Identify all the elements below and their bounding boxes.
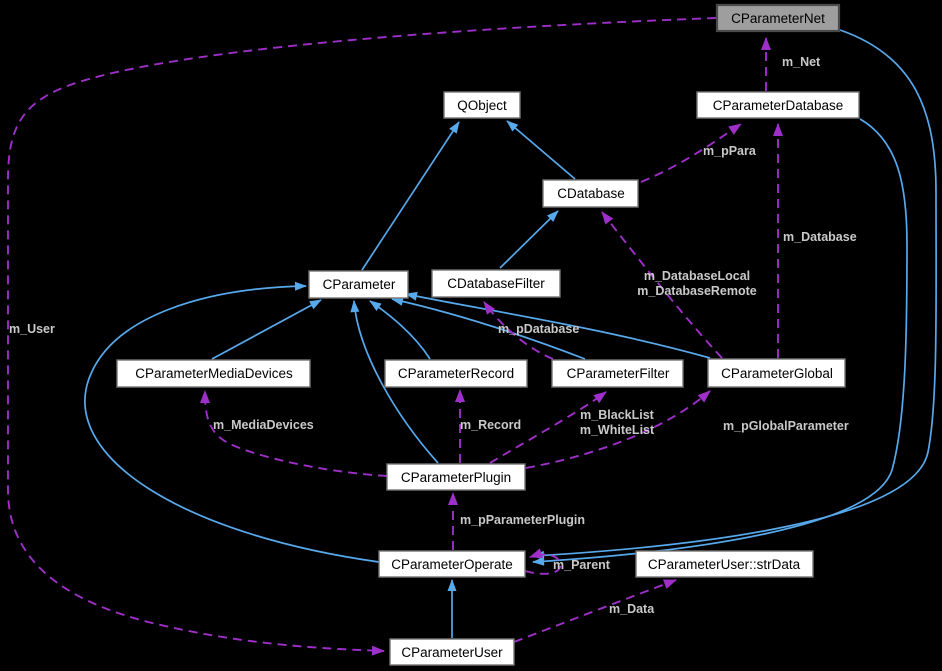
node-label: CParameter — [323, 277, 396, 292]
node-box — [635, 550, 814, 578]
edge-cparameterdatabase-to-cparameteroperate — [532, 118, 908, 566]
node-label: CParameterFilter — [567, 366, 670, 381]
node-label: CDatabaseFilter — [447, 276, 545, 291]
node-box — [715, 3, 841, 33]
edge-cparametermediadevices-to-cparameter — [211, 299, 322, 360]
node-box — [384, 359, 528, 388]
edge-usage-m-pglobalparameter — [525, 390, 711, 469]
node-box — [707, 358, 846, 388]
edge-cparameter-to-qobject — [361, 121, 460, 271]
edge-usage-m-parent-selfloop — [524, 548, 562, 575]
node-cdatabasefilter[interactable]: CDatabaseFilter — [431, 269, 561, 298]
node-label: CParameterOperate — [391, 557, 513, 572]
edge-cparameterrecord-to-cparameter — [369, 300, 431, 360]
edge-label-m-whitelist: m_WhiteList — [580, 423, 655, 437]
node-cparametermediadevices[interactable]: CParameterMediaDevices — [116, 359, 311, 388]
node-label: CParameterNet — [731, 11, 825, 26]
node-label: CParameterMediaDevices — [135, 366, 293, 381]
edge-label-m-net: m_Net — [782, 55, 821, 69]
edge-cdatabasefilter-to-cdatabase — [499, 210, 559, 269]
node-label: CParameterDatabase — [713, 98, 844, 113]
edge-label-m-user: m_User — [9, 322, 55, 336]
node-box — [551, 359, 684, 388]
node-box — [378, 550, 526, 578]
node-cparameteruser[interactable]: CParameterUser — [389, 638, 515, 666]
edge-label-m-ppara: m_pPara — [703, 144, 757, 158]
node-box — [389, 638, 515, 666]
edge-label-m-databaseremote: m_DatabaseRemote — [637, 284, 757, 298]
node-cparameter[interactable]: CParameter — [308, 270, 409, 299]
node-box — [443, 91, 521, 119]
edge-label-m-pdatabase: m_pDatabase — [498, 322, 579, 336]
node-label: CDatabase — [557, 186, 625, 201]
node-box — [386, 463, 526, 491]
node-label: CParameterGlobal — [721, 366, 833, 381]
edge-cparameteroperate-to-cparameter — [84, 281, 380, 563]
node-label: CParameterRecord — [398, 366, 514, 381]
edge-cparameterfilter-to-cparameter — [391, 296, 586, 360]
edge-cdatabase-to-qobject — [506, 120, 576, 180]
node-cparameteroperate[interactable]: CParameterOperate — [378, 550, 526, 578]
edge-label-m-pparameterplugin: m_pParameterPlugin — [460, 513, 585, 527]
node-box — [308, 270, 409, 299]
edge-cparameternet-to-cparameteroperate — [532, 29, 938, 560]
node-cparameterdatabase[interactable]: CParameterDatabase — [696, 91, 860, 119]
edge-label-m-parent: m_Parent — [553, 558, 611, 572]
node-box — [431, 269, 561, 298]
node-cparameternet[interactable]: CParameterNet — [715, 3, 841, 33]
edge-usage-m-pdatabase — [483, 301, 554, 360]
edge-usage-m-data — [513, 579, 677, 643]
edge-label-m-data: m_Data — [609, 602, 655, 616]
edge-cparameterglobal-to-cparameter — [405, 291, 711, 359]
edge-label-m-pglobalparameter: m_pGlobalParameter — [723, 419, 849, 433]
node-cdatabase[interactable]: CDatabase — [542, 179, 639, 208]
edge-label-m-databaselocal: m_DatabaseLocal — [644, 269, 750, 283]
edge-usage-m-user — [7, 17, 717, 656]
node-label: CParameterPlugin — [401, 470, 511, 485]
edge-label-m-blacklist: m_BlackList — [580, 408, 654, 422]
node-box — [542, 179, 639, 208]
node-cparameterglobal[interactable]: CParameterGlobal — [707, 358, 846, 388]
edge-usage-m-mediadevices — [200, 390, 388, 477]
edge-label-m-mediadevices: m_MediaDevices — [213, 418, 314, 432]
edge-label-m-record: m_Record — [460, 418, 521, 432]
node-cparameteruser-strdata[interactable]: CParameterUser::strData — [635, 550, 814, 578]
node-box — [116, 359, 311, 388]
node-label: CParameterUser — [401, 645, 503, 660]
node-cparameterfilter[interactable]: CParameterFilter — [551, 359, 684, 388]
node-label: QObject — [457, 98, 507, 113]
edge-usage-m-databaselocal-remote — [601, 211, 723, 359]
node-cparameterrecord[interactable]: CParameterRecord — [384, 359, 528, 388]
edge-usage-m-ppara — [640, 123, 742, 183]
node-cparameterplugin[interactable]: CParameterPlugin — [386, 463, 526, 491]
node-box — [696, 91, 860, 119]
edge-usage-m-blacklist-whitelist — [489, 391, 607, 464]
node-label: CParameterUser::strData — [648, 557, 801, 572]
node-qobject[interactable]: QObject — [443, 91, 521, 119]
edge-cparameterplugin-to-cparameter — [350, 300, 439, 464]
edge-label-m-database: m_Database — [783, 230, 857, 244]
